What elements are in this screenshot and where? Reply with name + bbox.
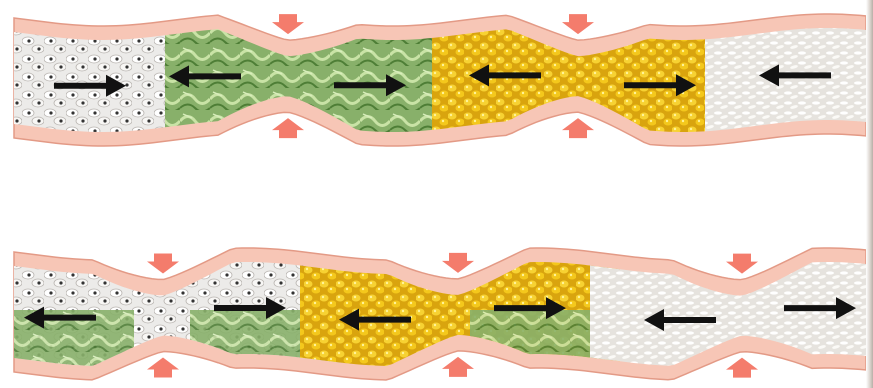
- contraction-arrow-down: [147, 254, 179, 274]
- contraction-arrow-up: [272, 118, 304, 138]
- contraction-arrow-up: [562, 118, 594, 138]
- contraction-arrow-down: [562, 14, 594, 34]
- contraction-arrow-up: [442, 357, 474, 377]
- panel-peristalsis: [14, 10, 866, 150]
- contraction-arrow-up: [726, 358, 758, 378]
- contraction-arrow-down: [442, 253, 474, 273]
- contraction-arrow-down: [726, 254, 758, 274]
- panel-segmentation: [14, 248, 870, 380]
- contraction-arrow-down: [272, 14, 304, 34]
- contraction-arrow-up: [147, 358, 179, 378]
- page-edge: [866, 0, 873, 388]
